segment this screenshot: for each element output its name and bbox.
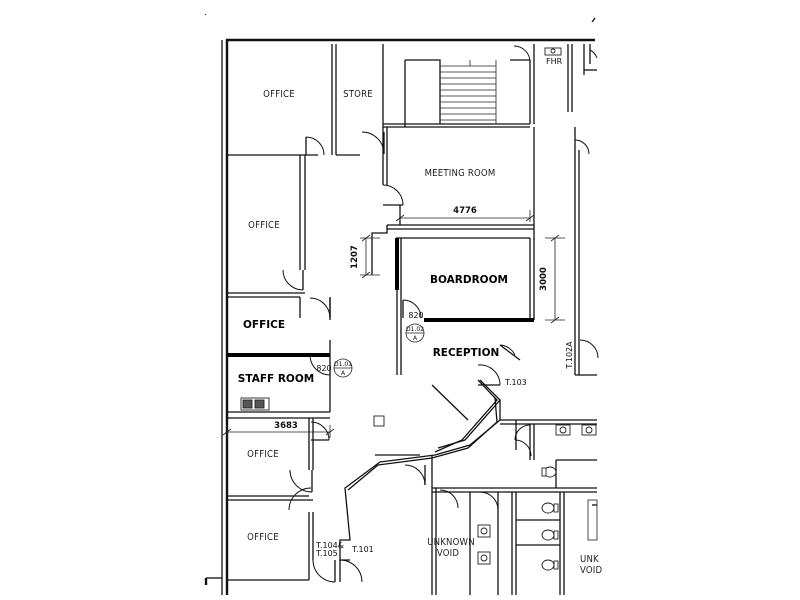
dim-corridor-gap: 1207 <box>350 245 360 269</box>
door-ref-d0101-type: A <box>341 370 346 377</box>
room-label-meeting-room: MEETING ROOM <box>425 168 496 179</box>
tag-t103: T.103 <box>504 378 527 387</box>
kitchen-sink <box>240 397 270 411</box>
basin-4 <box>477 551 491 565</box>
tag-t102a: T.102A <box>565 341 574 370</box>
fire-hose-reel <box>544 47 562 56</box>
door-ref-d0102: D1.02 A <box>405 323 425 343</box>
door-ref-d0101: D1.01 A <box>333 358 353 378</box>
room-label-office-5: OFFICE <box>247 532 279 543</box>
room-label-unknown-void-2a: UNK <box>580 554 599 565</box>
bathrooms <box>431 419 598 595</box>
left-offices <box>227 44 337 581</box>
dim-door-staff: 820 <box>316 364 331 373</box>
dim-staff-width: 3683 <box>274 421 298 431</box>
toilet-1 <box>541 466 557 478</box>
fixtures <box>240 47 597 571</box>
area-tags: FHR T.102A T.103 T.104& T.105 T.101 <box>315 57 574 558</box>
room-label-store: STORE <box>343 89 373 100</box>
tag-t104-b: T.105 <box>315 549 338 558</box>
reception-walls <box>339 344 521 561</box>
basin-2 <box>581 424 597 436</box>
room-label-reception: RECEPTION <box>433 347 500 359</box>
door-ref-d0101-id: D1.01 <box>334 361 352 368</box>
stair-treads <box>440 60 497 124</box>
room-label-unknown-void-1a: UNKNOWN <box>427 537 475 548</box>
basin-3 <box>477 524 491 538</box>
basin-1 <box>555 424 571 436</box>
boardroom-walls <box>395 237 535 375</box>
room-label-unknown-void-1b: VOID <box>437 548 460 559</box>
tag-t101: T.101 <box>351 545 374 554</box>
outer-walls <box>204 14 596 595</box>
dim-meeting-width: 4776 <box>453 206 477 216</box>
dimension-lines <box>222 210 565 438</box>
room-label-boardroom: BOARDROOM <box>430 274 508 286</box>
toilet-3 <box>541 529 559 541</box>
dim-boardroom-height: 3000 <box>539 267 549 291</box>
room-label-office-4: OFFICE <box>247 449 279 460</box>
dimension-text: 4776 1207 3000 3683 820 820 <box>274 206 549 431</box>
door-ref-d0102-type: A <box>413 335 418 342</box>
room-label-office-1: OFFICE <box>263 89 295 100</box>
door-ref-d0102-id: D1.02 <box>406 326 424 333</box>
room-label-unknown-void-2b: VOID <box>580 565 603 576</box>
tag-fhr: FHR <box>546 57 563 66</box>
doors <box>282 45 599 583</box>
room-label-office-2: OFFICE <box>248 220 280 231</box>
right-corridor <box>567 44 597 376</box>
store-stairs <box>336 44 535 156</box>
room-label-staff-room: STAFF ROOM <box>238 373 314 385</box>
room-labels: OFFICE STORE MEETING ROOM OFFICE BOARDRO… <box>238 89 603 576</box>
column <box>373 415 385 427</box>
toilet-4 <box>541 559 559 571</box>
meeting-room-walls <box>371 127 535 275</box>
dim-door-boardroom: 820 <box>408 311 423 320</box>
room-label-office-3: OFFICE <box>243 319 285 331</box>
tag-t104-a: T.104& <box>315 541 344 550</box>
toilet-2 <box>541 502 559 514</box>
